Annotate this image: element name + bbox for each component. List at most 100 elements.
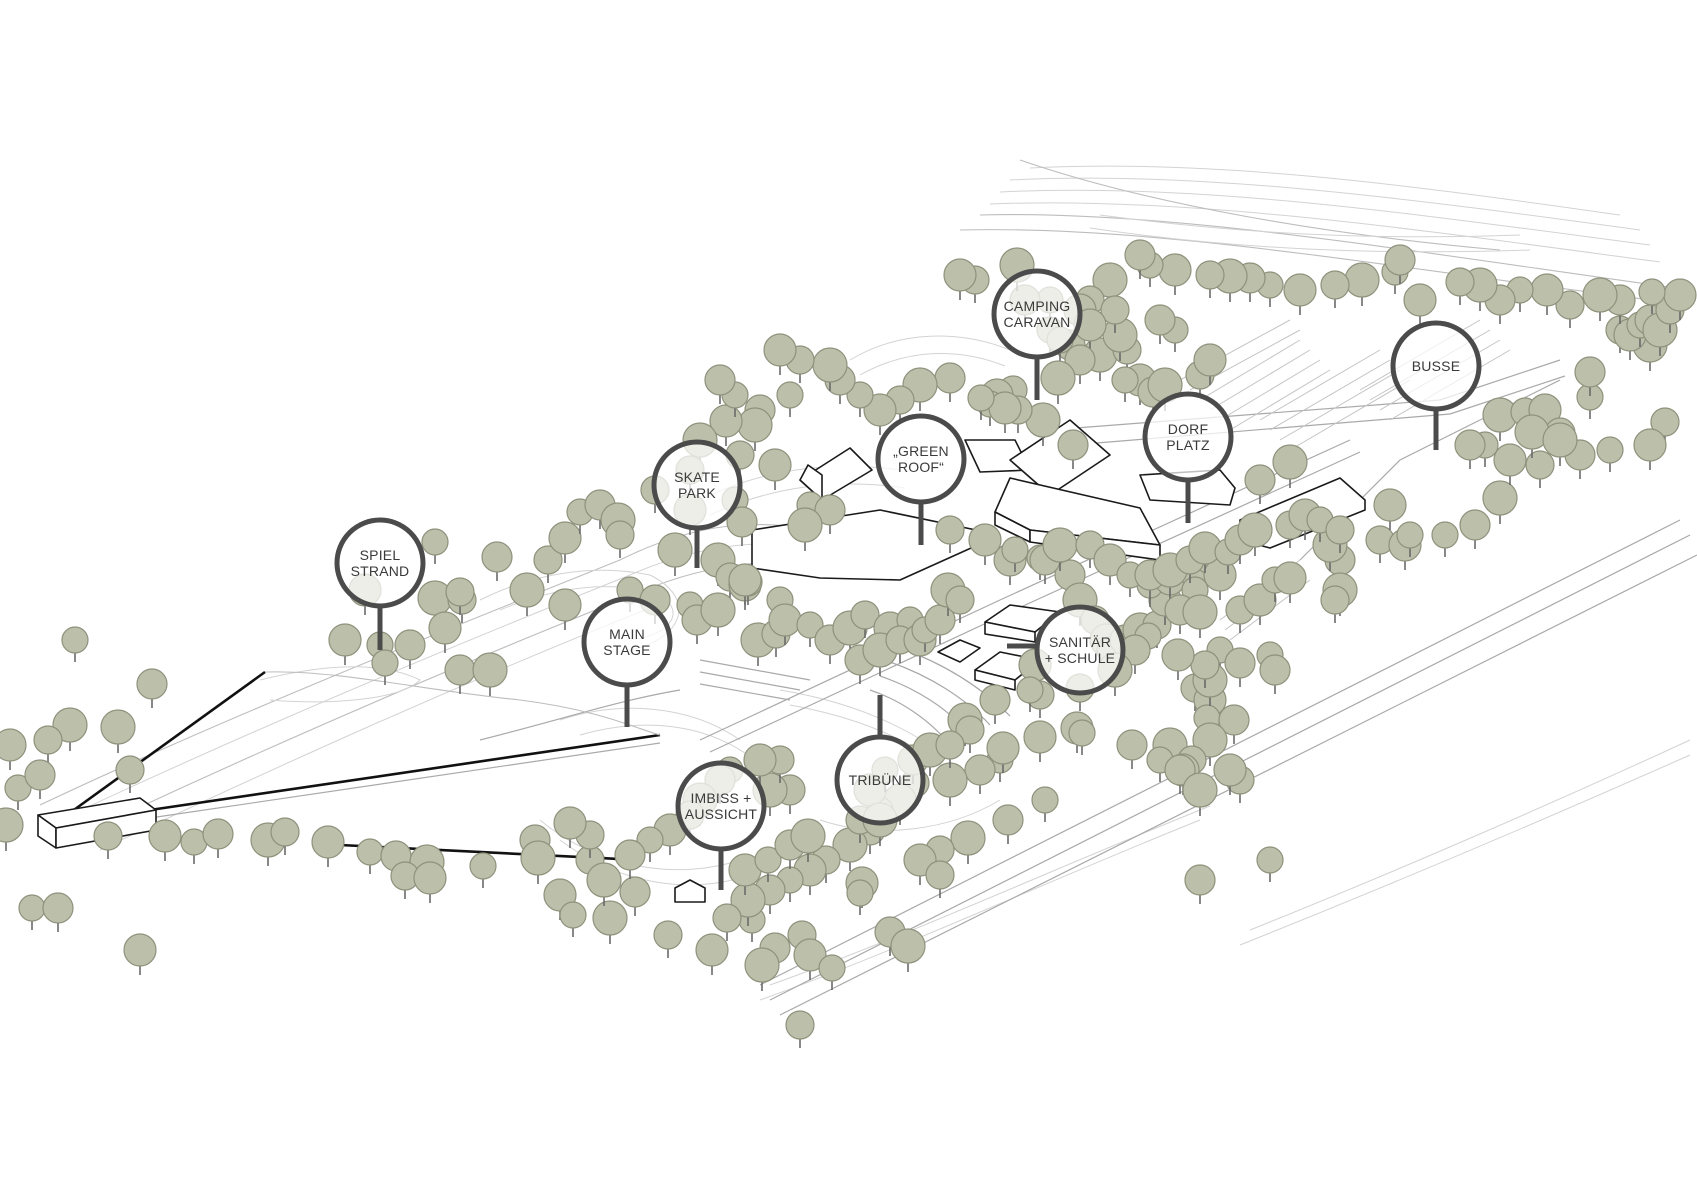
- tree: [992, 804, 1024, 844]
- tree-crown: [1555, 290, 1585, 320]
- tree: [796, 611, 824, 647]
- tree: [1192, 722, 1228, 766]
- tree-crown: [932, 762, 968, 798]
- tree-crown: [863, 393, 897, 427]
- tree: [1596, 436, 1624, 472]
- tree: [1403, 283, 1437, 325]
- tree-crown: [1320, 270, 1350, 300]
- tree: [136, 668, 168, 708]
- tree-crown: [785, 1010, 815, 1040]
- tree-crown: [1596, 436, 1624, 464]
- tree: [1064, 344, 1096, 384]
- tree-crown: [1144, 304, 1176, 336]
- tree: [1454, 429, 1486, 469]
- tree: [1116, 729, 1148, 769]
- tree-crown: [1164, 754, 1196, 786]
- tree-crown: [24, 759, 56, 791]
- tree-crown: [586, 862, 622, 898]
- tree: [787, 507, 823, 551]
- tree: [520, 840, 556, 884]
- tree-crown: [846, 381, 874, 409]
- tree-crown: [4, 774, 32, 802]
- pin-circle: [581, 596, 673, 688]
- pin-circle: [675, 760, 767, 852]
- tree-crown: [428, 611, 462, 645]
- tree: [444, 654, 476, 694]
- tree: [1574, 356, 1606, 396]
- tree: [743, 743, 777, 785]
- tree: [1320, 585, 1350, 623]
- tree: [1384, 244, 1416, 284]
- tree-crown: [0, 807, 24, 843]
- tree: [428, 611, 462, 653]
- tree-crown: [754, 846, 782, 874]
- tree: [863, 393, 897, 435]
- tree: [605, 520, 635, 558]
- tree-crown: [136, 668, 168, 700]
- tree: [925, 860, 955, 898]
- tree: [790, 818, 826, 862]
- tree-crown: [964, 754, 996, 786]
- tree: [1663, 278, 1697, 320]
- tree: [955, 715, 985, 753]
- tree: [1124, 239, 1156, 279]
- tree: [1259, 654, 1291, 694]
- tree-crown: [1259, 654, 1291, 686]
- tree: [763, 333, 797, 375]
- tree: [1057, 429, 1089, 469]
- tree-crown: [1273, 561, 1307, 595]
- tree-crown: [955, 715, 985, 745]
- tree: [93, 821, 123, 859]
- tree-crown: [636, 826, 664, 854]
- tree: [1158, 253, 1192, 295]
- tree-crown: [728, 563, 762, 597]
- tree: [0, 728, 27, 770]
- tree-crown: [787, 507, 823, 543]
- tree: [1542, 422, 1578, 466]
- tree: [1582, 277, 1618, 321]
- tree-crown: [1256, 846, 1284, 874]
- tree: [548, 521, 582, 563]
- pin-label: DORF: [1168, 421, 1208, 437]
- tree: [33, 725, 63, 763]
- tree-crown: [812, 347, 848, 383]
- tree: [1256, 846, 1284, 882]
- tree-crown: [1100, 295, 1130, 325]
- tree: [935, 515, 965, 553]
- tree-crown: [605, 520, 635, 550]
- tree-crown: [559, 901, 587, 929]
- pin-label: CAMPING: [1004, 298, 1071, 314]
- tree: [0, 807, 24, 851]
- tree: [1001, 536, 1029, 572]
- tree: [846, 879, 874, 915]
- tree-crown: [1459, 509, 1491, 541]
- tree-crown: [743, 743, 777, 777]
- tree: [964, 754, 996, 794]
- pin-label: + SCHULE: [1045, 650, 1115, 666]
- tree: [1244, 464, 1276, 504]
- tree-crown: [935, 730, 965, 760]
- pin-label: TRIBÜNE: [849, 771, 912, 788]
- tree: [1195, 260, 1225, 298]
- tree-crown: [1124, 239, 1156, 271]
- tree: [586, 862, 622, 906]
- tree-crown: [1638, 278, 1666, 306]
- tree: [1445, 267, 1475, 305]
- tree-crown: [553, 806, 587, 840]
- tree: [785, 1010, 815, 1048]
- tree-crown: [472, 652, 508, 688]
- tree: [24, 759, 56, 799]
- tree-crown: [93, 821, 123, 851]
- pin-circle: [651, 439, 743, 531]
- tree: [986, 731, 1020, 773]
- tree-crown: [413, 861, 447, 895]
- tree: [1119, 634, 1151, 674]
- tree-crown: [934, 362, 966, 394]
- tree-crown: [356, 838, 384, 866]
- tree-crown: [1373, 488, 1407, 522]
- tree-crown: [115, 755, 145, 785]
